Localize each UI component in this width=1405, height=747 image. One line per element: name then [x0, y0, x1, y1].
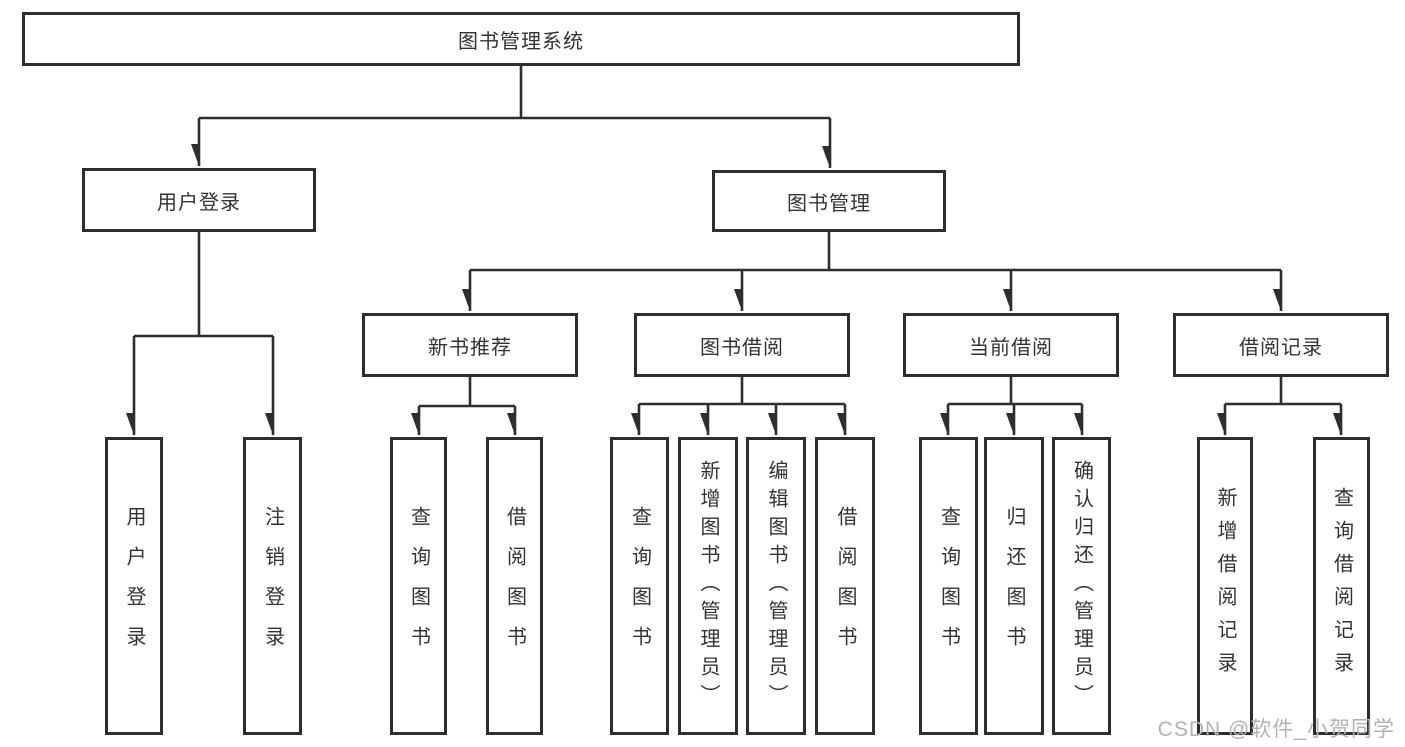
node-book-borrow: 图书借阅	[634, 313, 850, 377]
leaf-user-login: 用户登录	[105, 437, 163, 735]
leaf-current-query-books-label: 查询图书	[937, 506, 960, 666]
leaf-newbook-borrow-books: 借阅图书	[486, 437, 543, 735]
leaf-edit-book-admin-label: 编辑图书（管理员）	[765, 460, 787, 712]
leaf-query-borrow-record: 查询借阅记录	[1313, 437, 1370, 735]
leaf-logout-label: 注销登录	[261, 506, 284, 666]
leaf-return-books-label: 归还图书	[1003, 506, 1025, 666]
leaf-newbook-borrow-books-label: 借阅图书	[503, 506, 526, 666]
node-root-system: 图书管理系统	[22, 12, 1020, 66]
leaf-add-borrow-record: 新增借阅记录	[1197, 437, 1253, 735]
node-book-borrow-label: 图书借阅	[700, 336, 784, 359]
leaf-add-borrow-record-label: 新增借阅记录	[1214, 487, 1236, 685]
node-borrow-record: 借阅记录	[1173, 313, 1389, 377]
node-root-system-label: 图书管理系统	[458, 30, 584, 53]
node-user-login-label: 用户登录	[157, 191, 241, 214]
node-book-management-label: 图书管理	[787, 192, 871, 215]
leaf-current-query-books: 查询图书	[919, 437, 978, 735]
leaf-query-borrow-record-label: 查询借阅记录	[1330, 487, 1353, 685]
leaf-confirm-return-admin: 确认归还（管理员）	[1052, 437, 1111, 735]
node-new-book-recommend: 新书推荐	[362, 313, 578, 377]
node-borrow-record-label: 借阅记录	[1239, 336, 1323, 359]
leaf-newbook-query-books-label: 查询图书	[407, 506, 430, 666]
leaf-borrow-query-books: 查询图书	[610, 437, 669, 735]
node-current-borrow-label: 当前借阅	[969, 336, 1053, 359]
leaf-return-books: 归还图书	[984, 437, 1044, 735]
leaf-borrow-query-books-label: 查询图书	[628, 506, 651, 666]
leaf-add-book-admin-label: 新增图书（管理员）	[697, 460, 719, 712]
leaf-add-book-admin: 新增图书（管理员）	[678, 437, 738, 735]
node-new-book-recommend-label: 新书推荐	[428, 336, 512, 359]
leaf-borrow-borrow-books: 借阅图书	[815, 437, 875, 735]
csdn-watermark: CSDN @软件_小贺同学	[1157, 718, 1395, 741]
leaf-borrow-borrow-books-label: 借阅图书	[834, 506, 856, 666]
node-current-borrow: 当前借阅	[903, 313, 1119, 377]
leaf-logout: 注销登录	[243, 437, 302, 735]
leaf-confirm-return-admin-label: 确认归还（管理员）	[1070, 460, 1093, 712]
leaf-edit-book-admin: 编辑图书（管理员）	[746, 437, 806, 735]
leaf-user-login-label: 用户登录	[123, 506, 145, 666]
node-user-login: 用户登录	[82, 168, 316, 232]
node-book-management: 图书管理	[712, 170, 946, 232]
leaf-newbook-query-books: 查询图书	[390, 437, 447, 735]
